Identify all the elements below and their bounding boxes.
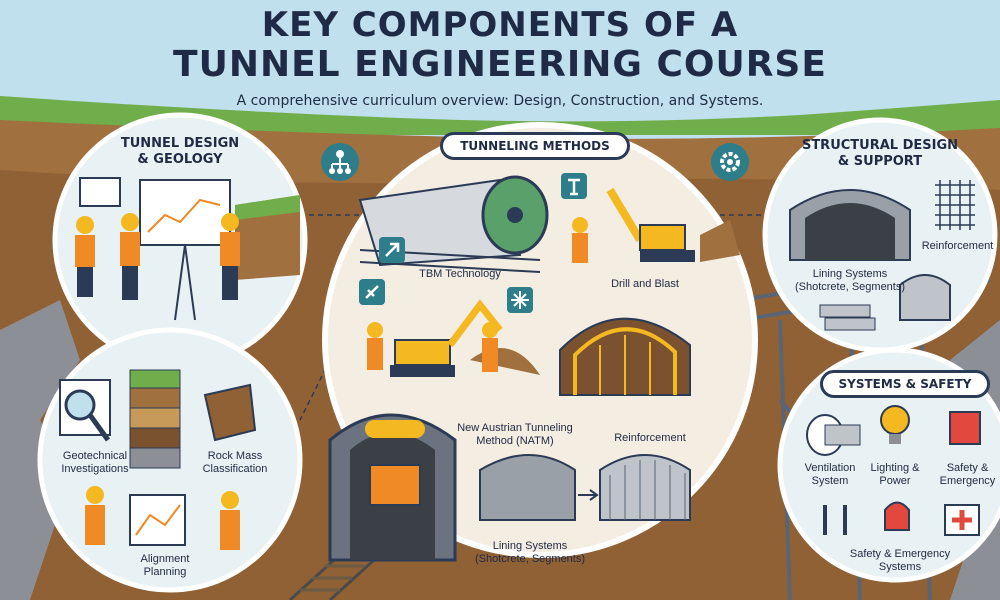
label-reinforcement-structural: Reinforcement [921,240,994,252]
label-rock-mass: Rock Mass Classification [202,450,268,476]
label-alignment: Alignment Planning [140,553,190,579]
title-block: KEY COMPONENTS OF A TUNNEL ENGINEERING C… [0,5,1000,110]
section-title-methods: TUNNELING METHODS [440,132,630,160]
tools-icon [359,279,385,305]
org-chart-icon [321,143,359,181]
label-lining-structural: Lining Systems (Shotcrete, Segments) [794,268,906,294]
page-title-line2: TUNNEL ENGINEERING COURSE [173,43,827,85]
gear-icon [711,143,749,181]
label-geotechnical: Geotechnical Investigations [61,450,129,476]
section-title-structural: STRUCTURAL DESIGN & SUPPORT [801,138,959,169]
label-safety-emergency: Safety & Emergency [939,462,996,488]
drill-icon [561,173,587,199]
page-title-line1: KEY COMPONENTS OF A [261,5,739,45]
label-lighting: Lighting & Power [870,462,920,488]
section-title-design-geology: TUNNEL DESIGN & GEOLOGY [120,136,240,167]
label-reinforcement-methods: Reinforcement [614,432,686,444]
label-drill-blast: Drill and Blast [611,278,679,290]
label-lining-methods: Lining Systems (Shotcrete, Segments) [474,540,586,566]
label-safety-emergency-systems: Safety & Emergency Systems [849,548,951,574]
arrow-icon [379,237,405,263]
page-subtitle: A comprehensive curriculum overview: Des… [236,93,764,110]
label-ventilation: Ventilation System [804,462,856,488]
label-tbm: TBM Technology [419,268,501,280]
section-title-systems-safety: SYSTEMS & SAFETY [820,370,990,398]
label-natm: New Austrian Tunneling Method (NATM) [457,422,573,448]
spark-icon [507,287,533,313]
